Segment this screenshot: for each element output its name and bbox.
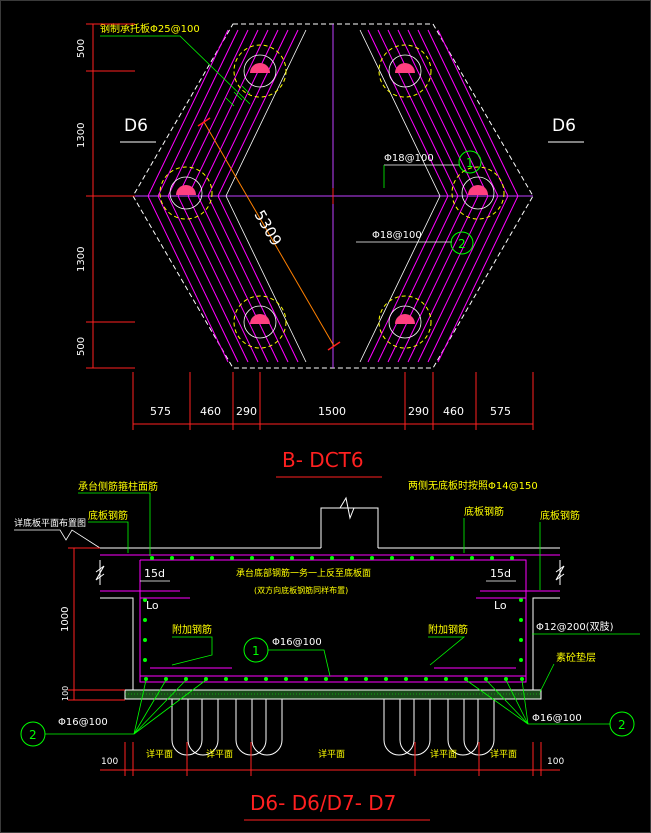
- column-stub: [320, 507, 379, 548]
- rebar-right-label: Φ16@100: [532, 713, 582, 724]
- rebar-label-2: Φ18@100: [372, 230, 422, 241]
- height-dim-value: 1000: [60, 607, 71, 632]
- callout-2-circle: [450, 231, 474, 255]
- top-right-note: 两侧无底板时按照Φ14@150: [408, 479, 538, 492]
- column-break: [339, 496, 355, 520]
- right-rebar-band: [367, 29, 519, 363]
- section-bottom-dims: [100, 742, 560, 776]
- pile-top-left: [233, 44, 287, 98]
- edge-dim-right: 100: [547, 757, 564, 767]
- side-bars-note: 承台侧筋箍柱面筋: [78, 480, 158, 493]
- pile-note-5: 详平面: [490, 748, 517, 760]
- rebar-left-leaders: [45, 679, 207, 735]
- right-break-mark: [555, 565, 565, 581]
- stirrup-label: Φ12@200(双肢): [536, 620, 614, 633]
- bottom-dim-460-left: 460: [200, 405, 221, 418]
- bottom-dim-290-left: 290: [236, 405, 257, 418]
- diagonal-dimension-line: [203, 121, 335, 347]
- left-dim-1300-top: 1300: [76, 123, 87, 148]
- bottom-dim-575-right: 575: [490, 405, 511, 418]
- add-bars-right-leader: [428, 636, 466, 666]
- cushion-dim-value: 100: [61, 686, 70, 701]
- add-bars-left-leader: [171, 636, 213, 666]
- cushion-label: 素砼垫层: [556, 651, 596, 664]
- center-note-1: 承台底部钢筋一务一上反至底板面: [236, 567, 371, 579]
- section-view: 承台侧筋箍柱面筋 两侧无底板时按照Φ14@150 底板钢筋 底板钢筋 底板钢筋 …: [14, 479, 640, 821]
- section-callout-2-right-number: 2: [618, 718, 626, 732]
- left-dim-500-top: 500: [76, 39, 87, 58]
- diagonal-dimension-value: 5309: [251, 207, 286, 249]
- top-note-ticks: [225, 85, 251, 107]
- bottom-dim-290-right: 290: [408, 405, 429, 418]
- rebar-dots-sides: [143, 598, 523, 662]
- bottom-dim-460-right: 460: [443, 405, 464, 418]
- diag-tick-a: [197, 117, 211, 127]
- top-bars-left-leader: [88, 521, 129, 553]
- rebar-center-leader: [268, 649, 331, 677]
- pile-mid-left: [159, 166, 213, 220]
- section-height-dims: [68, 547, 125, 701]
- section-callout-1-number: 1: [252, 644, 260, 658]
- top-bars-right-note: 底板钢筋: [464, 505, 504, 518]
- right-section-label: D6: [552, 116, 576, 136]
- concrete-cushion: [124, 689, 542, 700]
- rebar-right-leaders: [465, 679, 610, 725]
- pile-note-3: 详平面: [318, 748, 345, 760]
- pile-mid-right: [451, 166, 505, 220]
- left-dim-500-bottom: 500: [76, 337, 87, 356]
- section-piles: [171, 699, 495, 756]
- add-bars-right: 附加钢筋: [428, 623, 468, 636]
- rebar-dots-bottom: [144, 677, 524, 681]
- left-inner-lines: [225, 29, 307, 363]
- level-note: 详底板平面布置图: [14, 517, 86, 529]
- plan-view: 钢制承托板Φ25@100 D6 D6 5309 Φ18@100 1 Φ18@10…: [76, 22, 584, 478]
- right-inner-lines: [359, 29, 441, 363]
- pile-note-4: 详平面: [430, 748, 457, 760]
- diag-tick-b: [327, 341, 341, 351]
- side-bars-leader: [78, 492, 151, 556]
- left-dimension-chain: [86, 23, 135, 369]
- callout-1-number: 1: [466, 156, 474, 170]
- left-break-mark: [95, 565, 105, 581]
- top-note-label: 钢制承托板Φ25@100: [100, 22, 200, 35]
- rebar-dots-top: [150, 556, 514, 560]
- lap-left: Lo: [146, 599, 159, 612]
- slab-bars-right-note: 底板钢筋: [540, 509, 580, 522]
- pile-bottom-left: [233, 295, 287, 349]
- add-bars-left: 附加钢筋: [172, 623, 212, 636]
- rebar-center-label: Φ16@100: [272, 637, 322, 648]
- lap-right: Lo: [494, 599, 507, 612]
- section-title: D6- D6/D7- D7: [250, 791, 396, 815]
- bottom-dimension-chain: [132, 372, 534, 430]
- center-note-2: (双方向底板钢筋同样布置): [254, 585, 348, 595]
- anchor-right: 15d: [490, 567, 511, 580]
- bottom-dim-575-left: 575: [150, 405, 171, 418]
- cap-rebar-cage: [139, 559, 527, 683]
- pile-note-1: 详平面: [146, 748, 173, 760]
- top-bars-left-note: 底板钢筋: [88, 509, 128, 522]
- callout-1-circle: [458, 150, 482, 174]
- callout-2-number: 2: [458, 237, 466, 251]
- bottom-dim-1500: 1500: [318, 405, 346, 418]
- section-callout-2-left-number: 2: [29, 728, 37, 742]
- pile-bottom-right: [378, 295, 432, 349]
- left-rebar-band: [147, 29, 299, 363]
- pile-note-2: 详平面: [206, 748, 233, 760]
- plan-title: B- DCT6: [282, 448, 364, 472]
- pile-group: [159, 44, 505, 349]
- level-leader: [14, 529, 101, 549]
- pile-top-right: [378, 44, 432, 98]
- rebar-label-1: Φ18@100: [384, 153, 434, 164]
- top-note-leader: [100, 35, 251, 105]
- left-dim-1300-bottom: 1300: [76, 247, 87, 272]
- anchor-left: 15d: [144, 567, 165, 580]
- edge-dim-left: 100: [101, 757, 118, 767]
- rebar-left-label: Φ16@100: [58, 717, 108, 728]
- cushion-leader: [539, 663, 555, 693]
- left-section-label: D6: [124, 116, 148, 136]
